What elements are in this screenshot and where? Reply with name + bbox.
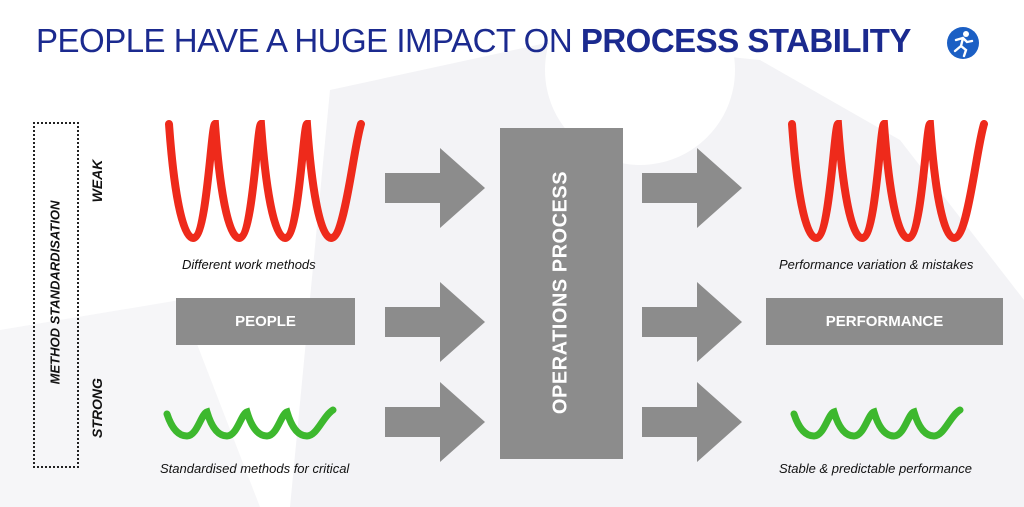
operations-process-box	[500, 128, 623, 459]
arrow-right-icon	[642, 282, 742, 362]
input-stable-wave	[163, 406, 337, 440]
input-variation-wave	[165, 120, 365, 242]
output-strong-caption: Stable & predictable performance	[779, 461, 972, 476]
method-standardisation-axis	[33, 122, 79, 468]
title-prefix: PEOPLE HAVE A HUGE IMPACT ON	[36, 22, 581, 59]
axis-label: METHOD STANDARDISATION	[47, 200, 63, 385]
performance-label: PERFORMANCE	[825, 313, 944, 330]
running-person-logo-icon	[947, 27, 979, 59]
axis-weak-label: WEAK	[89, 159, 105, 203]
operations-process-label: OPERATIONS PROCESS	[549, 170, 572, 415]
arrow-right-icon	[385, 382, 485, 462]
page-title: PEOPLE HAVE A HUGE IMPACT ON PROCESS STA…	[36, 22, 911, 60]
arrow-right-icon	[385, 282, 485, 362]
output-weak-caption: Performance variation & mistakes	[779, 257, 974, 272]
people-label: PEOPLE	[235, 313, 296, 330]
arrow-right-icon	[385, 148, 485, 228]
arrow-right-icon	[642, 148, 742, 228]
input-strong-caption: Standardised methods for critical	[160, 461, 350, 476]
performance-box: PERFORMANCE	[766, 298, 1003, 345]
output-stable-wave	[790, 406, 964, 440]
axis-strong-label: STRONG	[89, 378, 105, 438]
people-box: PEOPLE	[176, 298, 355, 345]
input-weak-caption: Different work methods	[182, 257, 316, 272]
title-emphasis: PROCESS STABILITY	[580, 22, 912, 59]
arrow-right-icon	[642, 382, 742, 462]
output-variation-wave	[788, 120, 988, 242]
